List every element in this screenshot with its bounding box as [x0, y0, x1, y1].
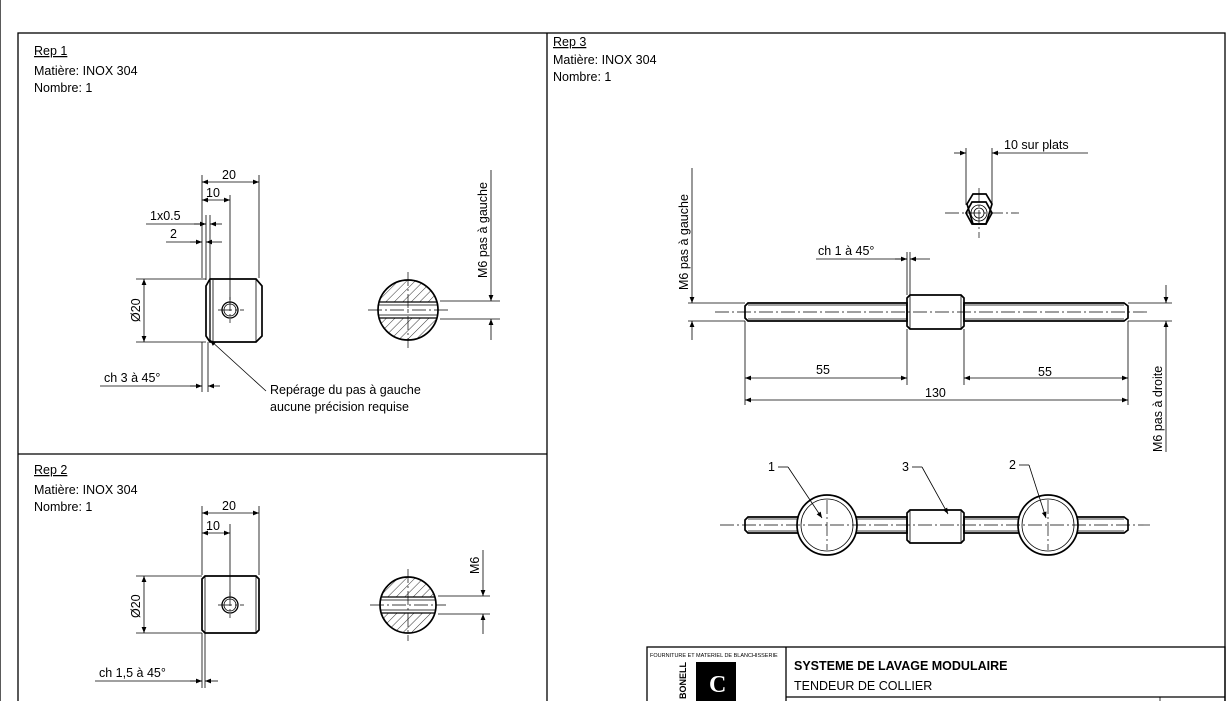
rep3-dimensions: M6 pas à gauche M6 pas à droite ch 1 à 4… [677, 168, 1172, 452]
rep2-dimensions: 20 10 Ø20 ch 1,5 à 45° [95, 499, 260, 688]
rep3-title: Rep 3 [553, 35, 586, 49]
brand-text: BONELL [678, 662, 688, 700]
title-block: FOURNITURE ET MATERIEL DE BLANCHISSERIE … [646, 646, 1226, 701]
rep1-material: Matière: INOX 304 [34, 64, 138, 78]
rep2-section-view: M6 [370, 550, 490, 641]
rep2-dim-diameter: Ø20 [129, 594, 143, 618]
rep1-dimensions: 20 10 1x0.5 2 Ø20 ch 3 à 45° Repé [100, 168, 421, 414]
rep2-title: Rep 2 [34, 463, 67, 477]
rep3-balloon-3: 3 [902, 460, 909, 474]
rep1-note-line2: aucune précision requise [270, 400, 409, 414]
rep1-dim-20: 20 [222, 168, 236, 182]
rep3-hex-view: 10 sur plats [945, 138, 1088, 238]
rep3-panel: Rep 3 Matière: INOX 304 Nombre: 1 10 sur… [553, 35, 1172, 556]
rep3-assembly-view: 1 3 2 [720, 458, 1150, 556]
rep2-dim-chamfer: ch 1,5 à 45° [99, 666, 166, 680]
rep1-dim-diameter: Ø20 [129, 298, 143, 322]
rep1-dim-10: 10 [206, 186, 220, 200]
rep1-dim-groove: 1x0.5 [150, 209, 181, 223]
rep2-material: Matière: INOX 304 [34, 483, 138, 497]
rep3-dim-chamfer: ch 1 à 45° [818, 244, 874, 258]
rep3-side-view [715, 294, 1150, 330]
drawing-subtitle: TENDEUR DE COLLIER [794, 679, 932, 693]
rep2-panel: Rep 2 Matière: INOX 304 Nombre: 1 20 10 … [34, 463, 490, 688]
rep1-side-view [205, 278, 263, 343]
drawing-title: SYSTEME DE LAVAGE MODULAIRE [794, 659, 1007, 673]
rep1-dim-offset: 2 [170, 227, 177, 241]
rep1-dim-chamfer: ch 3 à 45° [104, 371, 160, 385]
rep3-dim-across-flats: 10 sur plats [1004, 138, 1069, 152]
rep1-dim-thread: M6 pas à gauche [476, 182, 490, 278]
rep2-side-view [201, 575, 260, 634]
rep2-count: Nombre: 1 [34, 500, 92, 514]
rep2-dim-20: 20 [222, 499, 236, 513]
logo-letter: C [709, 672, 726, 698]
rep1-section-view: M6 pas à gauche [368, 170, 500, 348]
rep1-panel: Rep 1 Matière: INOX 304 Nombre: 1 20 10 [34, 44, 500, 414]
rep2-dim-thread: M6 [468, 557, 482, 574]
rep3-dim-thread-right: M6 pas à droite [1151, 366, 1165, 452]
rep3-count: Nombre: 1 [553, 70, 611, 84]
supplier-text: FOURNITURE ET MATERIEL DE BLANCHISSERIE [650, 653, 778, 659]
rep2-dim-10: 10 [206, 519, 220, 533]
rep3-dim-len-total: 130 [925, 386, 946, 400]
rep3-dim-len-left: 55 [816, 363, 830, 377]
rep3-material: Matière: INOX 304 [553, 53, 657, 67]
company-logo: C [696, 662, 736, 701]
rep3-dim-len-right: 55 [1038, 365, 1052, 379]
rep1-count: Nombre: 1 [34, 81, 92, 95]
rep1-note-line1: Repérage du pas à gauche [270, 383, 421, 397]
rep3-balloon-1: 1 [768, 460, 775, 474]
rep1-title: Rep 1 [34, 44, 67, 58]
rep3-balloon-2: 2 [1009, 458, 1016, 472]
rep3-dim-thread-left: M6 pas à gauche [677, 194, 691, 290]
